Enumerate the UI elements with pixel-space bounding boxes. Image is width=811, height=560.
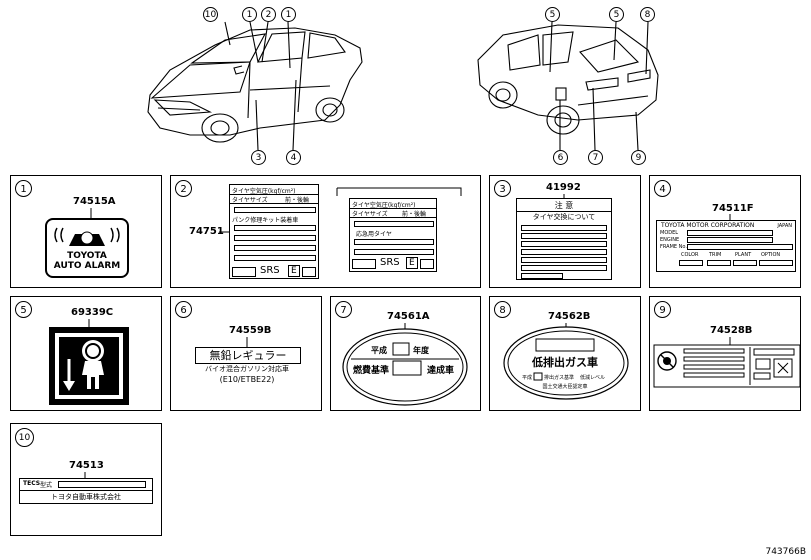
fuel-compat: バイオ混合ガソリン対応車 bbox=[205, 365, 289, 373]
tecs-type: 型式 bbox=[40, 482, 53, 489]
part-number: 74559B bbox=[229, 325, 272, 336]
callout-1a: 1 bbox=[242, 7, 257, 22]
label-line-2: AUTO ALARM bbox=[53, 261, 121, 271]
callout-8: 8 bbox=[640, 7, 655, 22]
panel-10: 10 74513 TECS 型式 トヨタ自動車株式会社 bbox=[10, 423, 162, 536]
panel-number: 10 bbox=[15, 428, 34, 447]
field-model: MODEL bbox=[660, 230, 679, 236]
panel-number: 3 bbox=[494, 180, 511, 197]
tecs-text: TECS bbox=[23, 480, 41, 487]
tecs-label: TECS 型式 トヨタ自動車株式会社 bbox=[19, 478, 153, 504]
callout-10: 10 bbox=[203, 7, 218, 22]
company-name: TOYOTA MOTOR CORPORATION bbox=[661, 222, 755, 229]
field-frame: FRAME No. bbox=[660, 244, 687, 250]
panel-7: 7 74561A 平成 年度 燃費基準 達成車 bbox=[330, 296, 481, 411]
panel-number: 2 bbox=[175, 180, 192, 197]
panel-number: 6 bbox=[175, 301, 192, 318]
part-number: 41992 bbox=[546, 182, 581, 193]
panel-number: 9 bbox=[654, 301, 671, 318]
col-color: COLOR bbox=[681, 252, 699, 258]
panel-8: 8 74562B 低排出ガス車 平成 排出ガス基準 低減レベル 国土交通大臣認定… bbox=[489, 296, 641, 411]
fuel-type: 無鉛レギュラー bbox=[195, 347, 301, 364]
panel-1: 1 74515A TOYOTA AUTO ALARM bbox=[10, 175, 162, 288]
callout-1b: 1 bbox=[281, 7, 296, 22]
caution-title: 注 意 bbox=[554, 201, 574, 210]
part-number: 74562B bbox=[548, 311, 591, 322]
panel-3: 3 41992 注 意 タイヤ交換について bbox=[489, 175, 641, 288]
e-mark: E bbox=[288, 265, 300, 277]
panel-number: 1 bbox=[15, 180, 32, 197]
col-trim: TRIM bbox=[709, 252, 722, 258]
emission-standard: 排出ガス基準 bbox=[544, 375, 575, 381]
front-car-illustration: 10 1 2 1 3 4 bbox=[130, 0, 380, 165]
callout-3: 3 bbox=[251, 150, 266, 165]
col-option: OPTION bbox=[761, 252, 781, 258]
diagram-id: 743766B bbox=[765, 547, 806, 557]
panel-number: 7 bbox=[335, 301, 352, 318]
part-number: 69339C bbox=[71, 307, 114, 318]
panel-5: 5 69339C bbox=[10, 296, 162, 411]
panel-4: 4 74511F TOYOTA MOTOR CORPORATION JAPAN … bbox=[649, 175, 801, 288]
e-mark: E bbox=[406, 257, 418, 269]
part-number: 74515A bbox=[73, 196, 116, 207]
tire-pressure-label-a: タイヤ空気圧(kgf/cm²) タイヤサイズ 前・後輪 パンク修理キット装着車 … bbox=[229, 184, 319, 279]
panel-number: 4 bbox=[654, 180, 671, 197]
callout-9: 9 bbox=[631, 150, 646, 165]
srs-text: SRS bbox=[260, 265, 280, 276]
emission-era: 平成 bbox=[522, 375, 533, 381]
auto-alarm-label: TOYOTA AUTO ALARM bbox=[45, 218, 129, 278]
col-plant: PLANT bbox=[735, 252, 752, 258]
label-line-1: TOYOTA bbox=[67, 251, 107, 261]
fuel-standard-year: 年度 bbox=[413, 346, 429, 355]
part-number: 74528B bbox=[710, 325, 753, 336]
caution-subtitle: タイヤ交換について bbox=[532, 213, 596, 221]
emission-level: 低減レベル bbox=[580, 375, 606, 381]
fuel-grade: (E10/ETBE22) bbox=[219, 375, 275, 384]
callout-4: 4 bbox=[286, 150, 301, 165]
fuel-standard-achieved: 達成車 bbox=[427, 366, 455, 376]
panel-2: 2 74751 タイヤ空気圧(kgf/cm²) タイヤサイズ 前・後輪 パンク修… bbox=[170, 175, 481, 288]
label-row1: タイヤサイズ bbox=[232, 197, 268, 204]
fuel-label: 無鉛レギュラー バイオ混合ガソリン対応車 (E10/ETBE22) bbox=[191, 347, 303, 389]
callout-6: 6 bbox=[553, 150, 568, 165]
panel-6: 6 74559B 無鉛レギュラー バイオ混合ガソリン対応車 (E10/ETBE2… bbox=[170, 296, 322, 411]
label-title: タイヤ空気圧(kgf/cm²) bbox=[232, 188, 296, 195]
panel-number: 8 bbox=[494, 301, 511, 318]
callout-7: 7 bbox=[588, 150, 603, 165]
panel-9: 9 74528B bbox=[649, 296, 801, 411]
label-row2: 応急用タイヤ bbox=[356, 231, 392, 238]
fuel-standard-era: 平成 bbox=[371, 346, 387, 355]
tire-pressure-label-b: タイヤ空気圧(kgf/cm²) タイヤサイズ 前・後輪 応急用タイヤ SRS E bbox=[349, 198, 437, 272]
country-text: JAPAN bbox=[777, 223, 792, 229]
low-emission-title: 低排出ガス車 bbox=[532, 356, 598, 369]
label-row2: パンク修理キット装着車 bbox=[232, 217, 299, 224]
label-row1b: 前・後輪 bbox=[285, 197, 310, 204]
emission-cert: 国土交通大臣認定車 bbox=[542, 384, 588, 390]
fuel-standard-text: 燃費基準 bbox=[353, 366, 390, 376]
label-title: タイヤ空気圧(kgf/cm²) bbox=[352, 202, 416, 209]
field-engine: ENGINE bbox=[660, 237, 680, 243]
callout-2: 2 bbox=[261, 7, 276, 22]
vin-label: TOYOTA MOTOR CORPORATION JAPAN MODEL ENG… bbox=[656, 220, 796, 272]
rear-car-illustration: 5 5 8 6 7 9 bbox=[468, 0, 673, 165]
callout-5a: 5 bbox=[545, 7, 560, 22]
panel-number: 5 bbox=[15, 301, 32, 318]
tecs-company: トヨタ自動車株式会社 bbox=[51, 493, 121, 501]
srs-text: SRS bbox=[380, 257, 400, 268]
part-number: 74751 bbox=[189, 226, 224, 237]
part-number: 74513 bbox=[69, 460, 104, 471]
part-number: 74511F bbox=[712, 203, 754, 214]
label-row1b: 前・後輪 bbox=[402, 211, 427, 218]
callout-5b: 5 bbox=[609, 7, 624, 22]
caution-label: 注 意 タイヤ交換について bbox=[516, 198, 612, 280]
part-number: 74561A bbox=[387, 311, 430, 322]
label-row1: タイヤサイズ bbox=[352, 211, 388, 218]
